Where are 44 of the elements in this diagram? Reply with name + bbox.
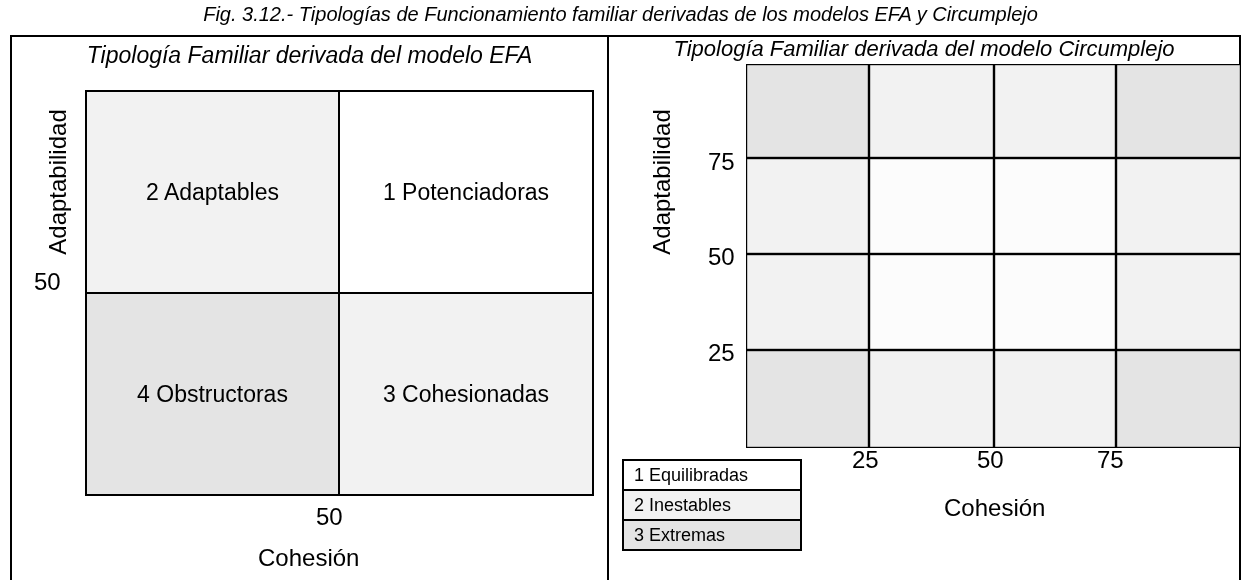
grid-cell (869, 64, 994, 158)
grid-cell (994, 350, 1116, 448)
tick-label: 50 (708, 245, 735, 269)
panel-heading: Tipología Familiar derivada del modelo Circumplejo (672, 35, 1176, 63)
quadrant-cell (85, 90, 340, 294)
grid-cell (1116, 158, 1241, 254)
quadrant-cell (85, 292, 340, 496)
panel (10, 35, 609, 580)
grid-cell (869, 254, 994, 350)
tick-label: 50 (34, 270, 61, 294)
panel (607, 35, 1241, 580)
quadrant-label: 2 Adaptables (146, 178, 279, 206)
axis-title: Cohesión (944, 496, 1046, 520)
grid-cell (1116, 350, 1241, 448)
grid-cell (1116, 254, 1241, 350)
grid-cell (746, 64, 869, 158)
legend-label: 3 Extremas (634, 524, 726, 546)
grid-cell (746, 254, 869, 350)
axis-title: Adaptabilidad (46, 109, 70, 255)
quadrant-cell (338, 90, 594, 294)
tick-label: 75 (1097, 448, 1124, 472)
tick-label: 50 (316, 505, 343, 529)
grid-cell (994, 254, 1116, 350)
tick-label: 25 (708, 341, 735, 365)
grid-cell (994, 64, 1116, 158)
grid-cell (746, 350, 869, 448)
tick-label: 50 (977, 448, 1004, 472)
axis-title: Adaptabilidad (650, 109, 674, 255)
tick-label: 75 (708, 150, 735, 174)
legend-label: 2 Inestables (634, 494, 732, 516)
panel-heading: Tipología Familiar derivada del modelo EFA (85, 41, 534, 69)
quadrant-label: 3 Cohesionadas (382, 380, 550, 408)
grid-cell (869, 158, 994, 254)
legend-label: 1 Equilibradas (634, 464, 749, 486)
quadrant-label: 4 Obstructoras (137, 380, 288, 408)
grid-cell (869, 350, 994, 448)
tick-label: 25 (852, 448, 879, 472)
quadrant-cell (338, 292, 594, 496)
grid-cell (994, 158, 1116, 254)
grid-cell (1116, 64, 1241, 158)
figure-title: Fig. 3.12.- Tipologías de Funcionamiento familiar derivadas de los modelos EFA y Circumplejo (202, 2, 1039, 26)
axis-title: Cohesión (258, 546, 360, 570)
quadrant-label: 1 Potenciadoras (382, 178, 550, 206)
grid-cell (746, 158, 869, 254)
